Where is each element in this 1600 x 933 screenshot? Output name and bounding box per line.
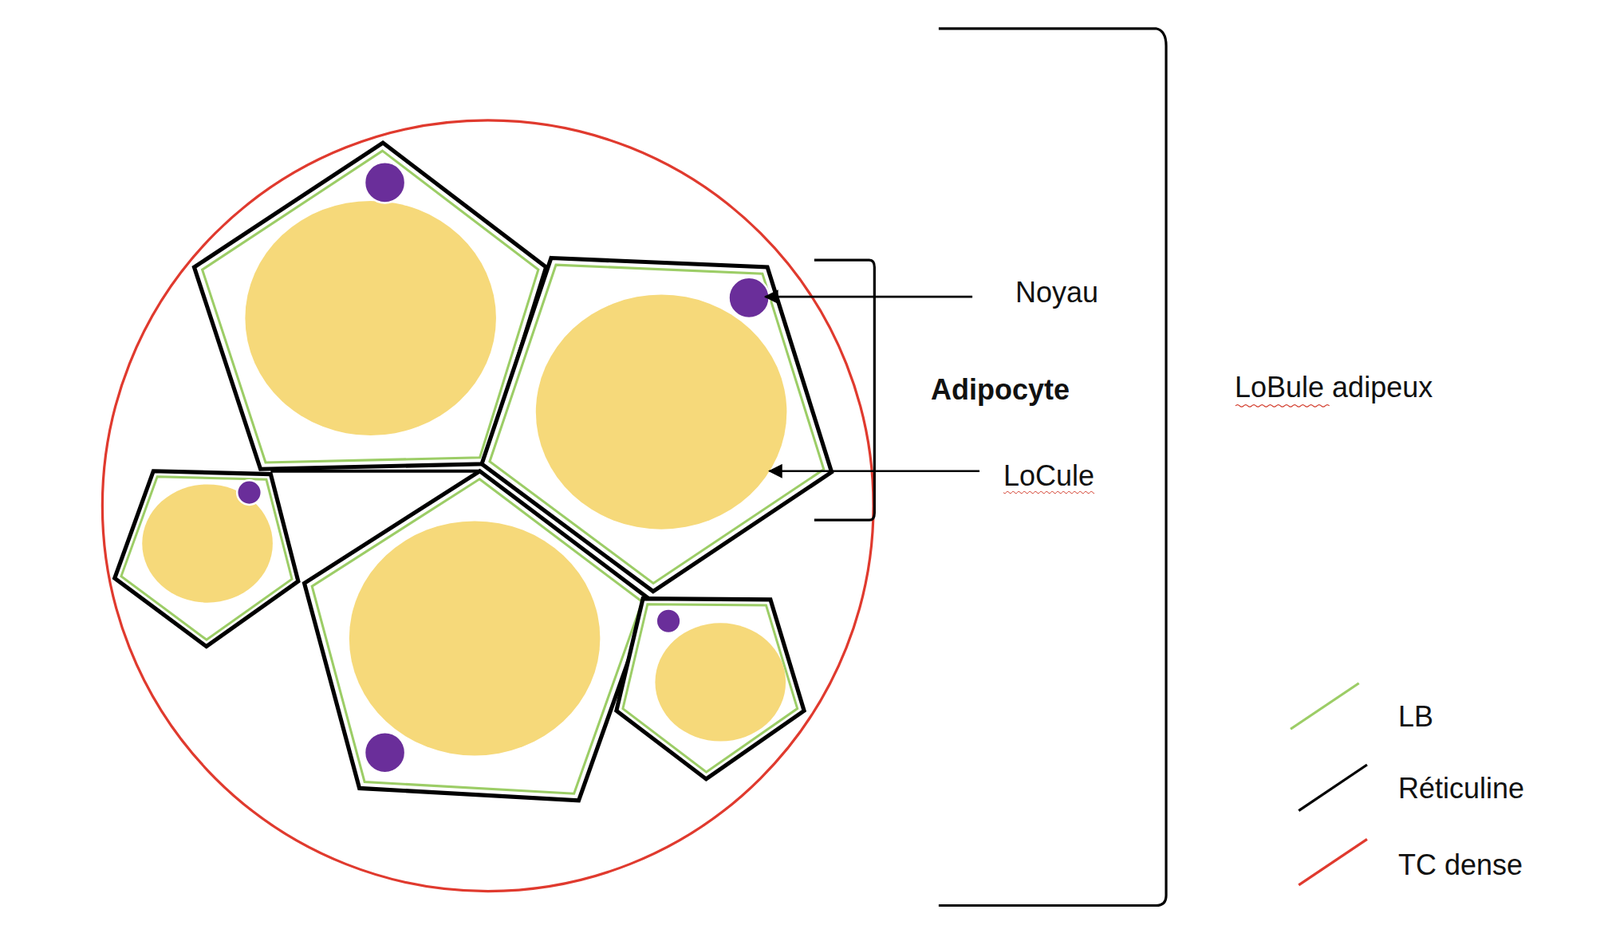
legend-label: Réticuline (1398, 771, 1525, 806)
legend-line-sample (1298, 764, 1368, 812)
part-label: LoCule (1003, 458, 1095, 493)
part-label: Noyau (1015, 275, 1099, 310)
part-label: Adipocyte (930, 372, 1070, 407)
spellcheck-underline (1235, 405, 1330, 408)
adipocyte-cells (114, 142, 832, 801)
dense-tissue-capsule (102, 120, 874, 892)
legend-label: TC dense (1398, 847, 1523, 883)
adipocyte-bracket (814, 260, 875, 521)
legend-label: LB (1398, 699, 1434, 734)
leader-arrow (769, 469, 980, 473)
lobule-bracket (938, 28, 1167, 907)
leader-arrow (765, 295, 974, 299)
structure-label: LoBule adipeux (1234, 370, 1433, 405)
legend-line-sample (1290, 683, 1360, 730)
legend-line-sample (1298, 839, 1368, 886)
